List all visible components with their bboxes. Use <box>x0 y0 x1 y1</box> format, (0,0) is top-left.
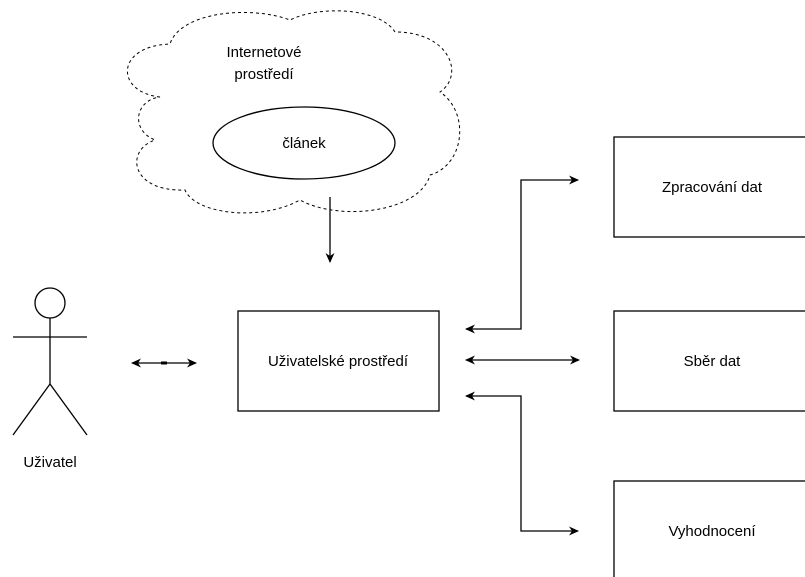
collection-box <box>613 310 805 412</box>
collection-node[interactable]: Sběr dat <box>613 310 805 412</box>
evaluation-node[interactable]: Vyhodnocení <box>613 480 805 577</box>
user-environment-node[interactable]: Uživatelské prostředí <box>237 310 440 412</box>
arrow-midpoint-marker <box>161 361 167 365</box>
processing-box <box>613 136 805 238</box>
article-node[interactable]: článek <box>212 106 396 180</box>
actor-label: Uživatel <box>23 454 76 471</box>
collection-label: Sběr dat <box>684 353 742 370</box>
evaluation-label: Vyhodnocení <box>668 523 756 540</box>
user-environment-label: Uživatelské prostředí <box>268 353 409 370</box>
article-label: článek <box>282 135 326 152</box>
processing-label: Zpracování dat <box>662 179 763 196</box>
processing-node[interactable]: Zpracování dat <box>613 136 805 238</box>
actor-right-leg <box>49 383 88 436</box>
cloud-label-line1: Internetové <box>226 44 301 61</box>
arrow-user-environment-processing <box>465 175 579 334</box>
article-ellipse <box>212 106 396 180</box>
cloud-label-line2: prostředí <box>234 66 294 83</box>
user-environment-box <box>237 310 440 412</box>
arrow-user-environment-evaluation <box>465 391 579 536</box>
actor-left-leg <box>12 383 51 436</box>
evaluation-box <box>613 480 805 577</box>
user-actor[interactable]: Uživatel <box>12 287 88 471</box>
actor-head <box>34 287 66 319</box>
